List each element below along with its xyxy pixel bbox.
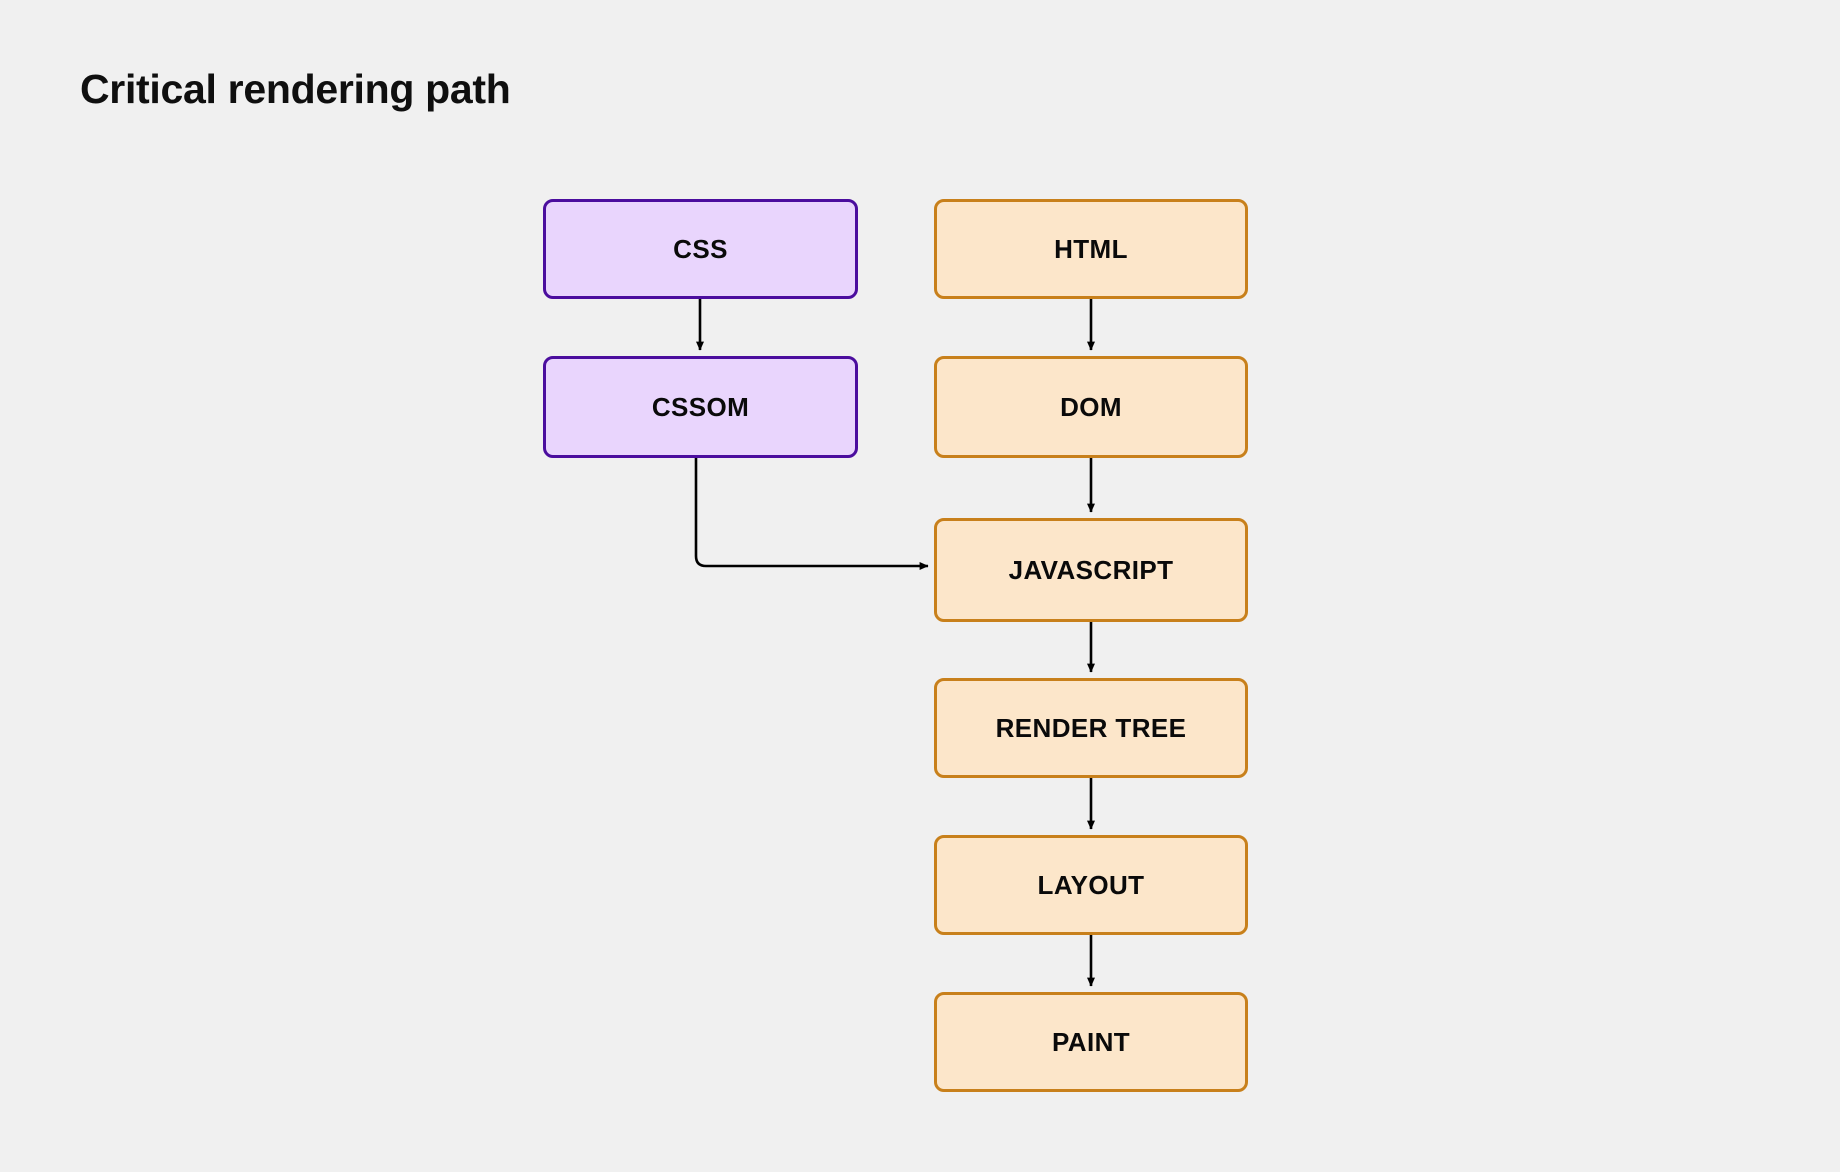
node-cssom-label: CSSOM bbox=[651, 391, 750, 422]
node-cssom[interactable]: CSSOM bbox=[543, 356, 858, 458]
node-css[interactable]: CSS bbox=[543, 199, 858, 299]
node-html-label: HTML bbox=[1054, 233, 1128, 264]
node-paint-label: PAINT bbox=[1051, 1026, 1131, 1057]
node-dom-label: DOM bbox=[1060, 391, 1122, 422]
node-render-tree-label: RENDER TREE bbox=[995, 712, 1187, 743]
node-css-label: CSS bbox=[673, 233, 728, 264]
node-dom[interactable]: DOM bbox=[934, 356, 1248, 458]
node-render-tree[interactable]: RENDER TREE bbox=[934, 678, 1248, 778]
edge-cssom-to-javascript bbox=[694, 458, 929, 570]
page-title: Critical rendering path bbox=[80, 66, 511, 112]
node-paint[interactable]: PAINT bbox=[934, 992, 1248, 1092]
node-javascript-label: JAVASCRIPT bbox=[1008, 554, 1174, 585]
node-javascript[interactable]: JAVASCRIPT bbox=[934, 518, 1248, 622]
node-layout[interactable]: LAYOUT bbox=[934, 835, 1248, 935]
node-html[interactable]: HTML bbox=[934, 199, 1248, 299]
node-layout-label: LAYOUT bbox=[1037, 869, 1145, 900]
